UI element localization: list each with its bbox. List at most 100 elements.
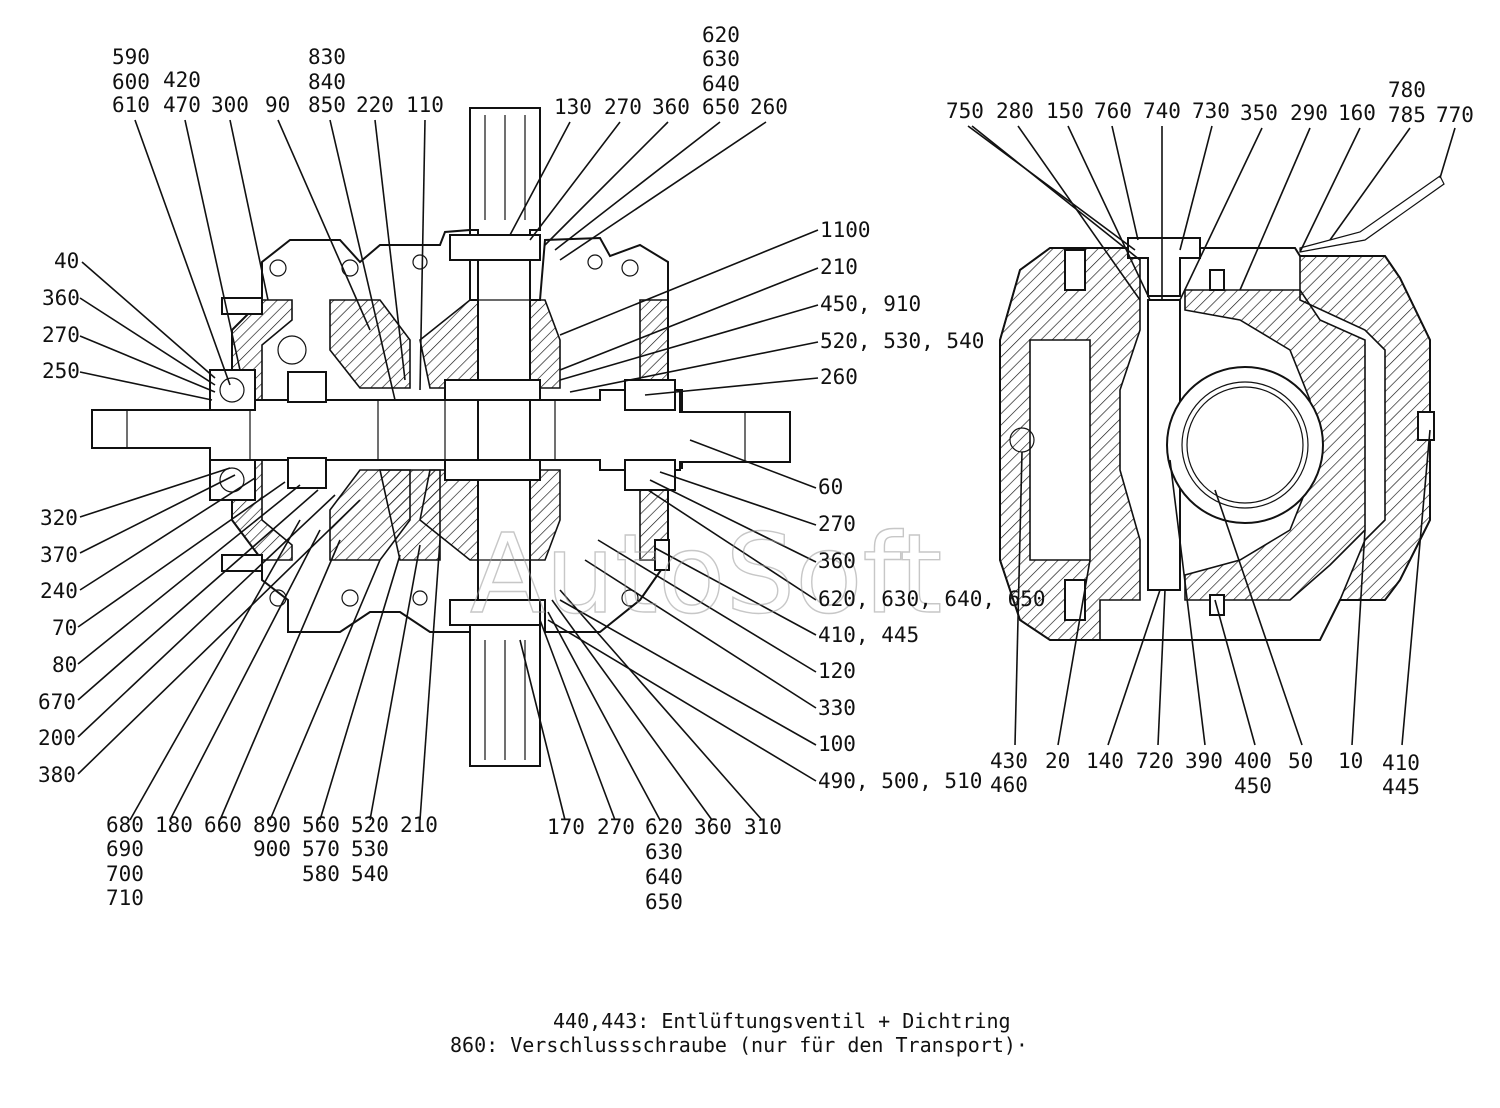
leader-line [81, 261, 216, 379]
leader-line [554, 121, 721, 251]
leader-line [1169, 459, 1206, 746]
leader-line [547, 619, 817, 782]
callout-label: 70 [52, 616, 77, 640]
callout-label: 210 [820, 255, 858, 279]
leader-line [1014, 451, 1023, 746]
callout-label: 730 [1192, 99, 1230, 123]
footnotes: 440,443: Entlüftungsventil + Dichtring 8… [450, 1009, 1028, 1057]
leader-line [1111, 125, 1139, 241]
callout-label: 540 [351, 862, 389, 886]
leader-line [1299, 127, 1361, 253]
callout-label: 520 [351, 813, 389, 837]
leader-line [597, 539, 817, 673]
leader-line [1351, 529, 1366, 746]
callout-label: 620, 630, 640, 650 [818, 587, 1046, 611]
callout-label: 270 [604, 95, 642, 119]
callout-label: 150 [1046, 99, 1084, 123]
callout-label: 320 [40, 506, 78, 530]
leader-line [647, 489, 817, 601]
callout-label: 900 [253, 837, 291, 861]
leader-line [277, 119, 371, 331]
callout-label: 690 [106, 837, 144, 861]
leader-line [374, 119, 406, 381]
leader-line [659, 471, 817, 526]
left-leader-lines [77, 119, 819, 821]
leader-line [134, 119, 231, 386]
right-bottom-labels: 430 460 20 140 720 390 400 450 50 10 410… [990, 749, 1420, 799]
leader-line [559, 229, 819, 336]
callout-label: 630 [702, 47, 740, 71]
leader-line [559, 304, 819, 381]
left-side-labels: 40 360 270 250 320 370 240 70 80 670 200… [38, 249, 80, 787]
leader-line [649, 479, 817, 563]
callout-label: 530 [351, 837, 389, 861]
callout-label: 360 [818, 549, 856, 573]
callout-label: 840 [308, 70, 346, 94]
leader-line [544, 121, 669, 246]
callout-label: 780 [1388, 78, 1426, 102]
callout-label: 590 [112, 45, 150, 69]
callout-label: 270 [42, 323, 80, 347]
leader-line [129, 519, 301, 821]
right-leader-lines [967, 125, 1456, 746]
callout-label: 620 [645, 815, 683, 839]
callout-label: 140 [1086, 749, 1124, 773]
callout-label: 390 [1185, 749, 1223, 773]
leader-line [1057, 559, 1091, 746]
callout-label: 270 [818, 512, 856, 536]
callout-label: 420 [163, 68, 201, 92]
callout-label: 260 [820, 365, 858, 389]
leader-line [79, 467, 231, 518]
callout-label: 580 [302, 862, 340, 886]
leader-line [77, 489, 319, 701]
callout-label: 360 [652, 95, 690, 119]
callout-label: 180 [155, 813, 193, 837]
callout-label: 250 [42, 359, 80, 383]
callout-label: 120 [818, 659, 856, 683]
callout-label: 610 [112, 93, 150, 117]
leader-line [509, 121, 571, 236]
callout-label: 160 [1338, 101, 1376, 125]
leader-line [77, 484, 301, 665]
callout-label: 620 [702, 23, 740, 47]
watermark-text: AutoSoft [470, 510, 942, 638]
leader-line [269, 559, 381, 821]
callout-label: 430 [990, 749, 1028, 773]
leader-line [569, 341, 819, 393]
leader-line [559, 599, 817, 746]
callout-label: 720 [1136, 749, 1174, 773]
callout-label: 350 [1240, 101, 1278, 125]
callout-label: 850 [308, 93, 346, 117]
leader-line [184, 119, 241, 371]
callout-label: 630 [645, 840, 683, 864]
leader-line [229, 119, 269, 301]
callout-label: 90 [265, 93, 290, 117]
callout-label: 890 [253, 813, 291, 837]
leader-line [1329, 127, 1411, 241]
leader-line [559, 589, 763, 821]
leader-line [644, 377, 819, 396]
leader-line [559, 267, 819, 371]
callout-label: 130 [554, 95, 592, 119]
leader-line [689, 439, 817, 489]
callout-label: 1100 [820, 218, 871, 242]
callout-label: 740 [1143, 99, 1181, 123]
callout-label: 640 [645, 865, 683, 889]
callout-label: 330 [818, 696, 856, 720]
callout-label: 700 [106, 862, 144, 886]
leader-line [329, 119, 396, 401]
callout-label: 830 [308, 45, 346, 69]
callout-label: 710 [106, 886, 144, 910]
callout-label: 650 [645, 890, 683, 914]
callout-label: 520, 530, 540 [820, 329, 984, 353]
callout-label: 50 [1288, 749, 1313, 773]
footnote-breather: 440,443: Entlüftungsventil + Dichtring [553, 1009, 1011, 1033]
callout-label: 450, 910 [820, 292, 921, 316]
leader-line [539, 619, 616, 821]
callout-label: 200 [38, 726, 76, 750]
leader-line [1239, 127, 1311, 291]
leader-line [547, 611, 661, 821]
callout-label: 750 [946, 99, 984, 123]
